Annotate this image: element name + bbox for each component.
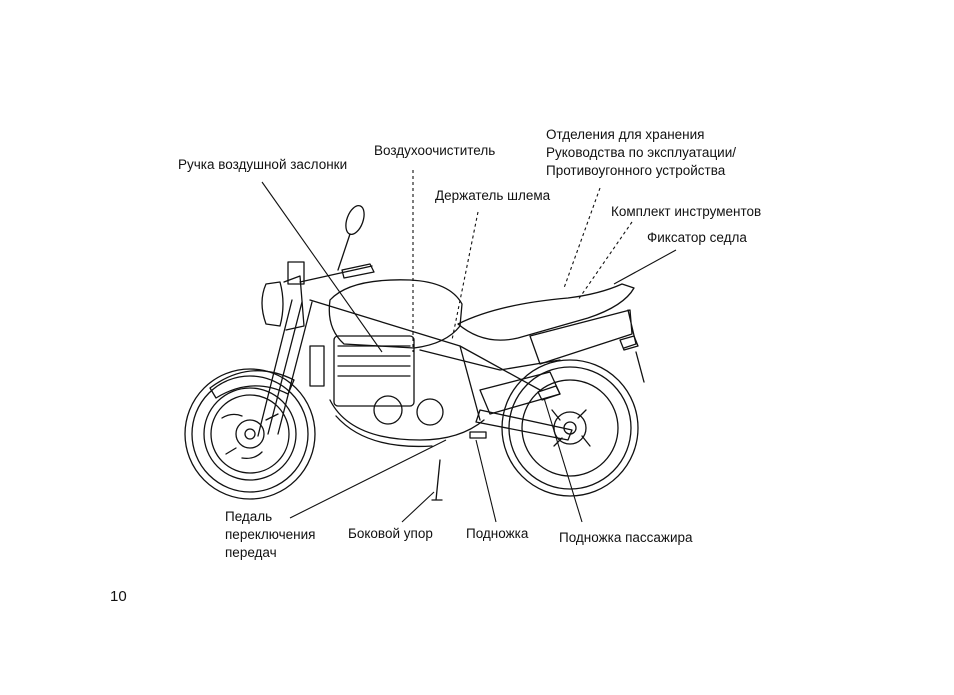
leader-shift-pedal xyxy=(289,439,447,519)
label-shift-line3: передач xyxy=(225,545,277,560)
page-number: 10 xyxy=(110,588,127,605)
leader-choke xyxy=(261,181,383,353)
leader-storage xyxy=(563,187,601,289)
label-storage-line3: Противоугонного устройства xyxy=(546,163,726,178)
seat xyxy=(457,283,635,341)
leader-helmet-holder xyxy=(451,211,479,341)
label-shift-pedal: Педаль переключения передач xyxy=(225,508,315,562)
headlight xyxy=(261,261,305,331)
label-side-stand: Боковой упор xyxy=(348,526,433,541)
leader-footpeg xyxy=(475,439,497,523)
front-fork xyxy=(257,299,313,437)
tail-section xyxy=(529,309,637,365)
label-passenger-footpeg: Подножка пассажира xyxy=(559,530,693,545)
leader-side-stand xyxy=(401,491,435,523)
passenger-footpeg-shape xyxy=(537,385,561,401)
side-stand-shape xyxy=(431,459,443,501)
front-fender xyxy=(209,370,295,399)
label-choke-knob: Ручка воздушной заслонки xyxy=(178,157,348,172)
swingarm xyxy=(475,409,573,441)
label-shift-line2: переключения xyxy=(225,527,316,542)
label-helmet-holder: Держатель шлема xyxy=(435,188,551,203)
footpeg-shape xyxy=(469,431,487,439)
label-tool-kit: Комплект инструментов xyxy=(611,204,762,219)
label-shift-line1: Педаль xyxy=(225,509,273,524)
label-air-cleaner: Воздухоочиститель xyxy=(374,143,496,158)
label-seat-lock: Фиксатор седла xyxy=(647,230,747,245)
label-storage-compartment: Отделения для хранения Руководства по эк… xyxy=(546,126,736,180)
leader-seat-lock xyxy=(613,249,677,285)
fuel-tank xyxy=(328,279,463,349)
leader-tool-kit xyxy=(577,221,633,301)
engine xyxy=(309,335,485,448)
tail-light xyxy=(619,335,645,383)
label-footpeg: Подножка xyxy=(466,526,529,541)
label-storage-line1: Отделения для хранения xyxy=(546,127,705,142)
mirror-handlebar xyxy=(299,204,375,283)
leader-passenger-footpeg xyxy=(543,397,583,523)
frame xyxy=(309,299,561,421)
label-storage-line2: Руководства по эксплуатации/ xyxy=(546,145,737,160)
rear-wheel xyxy=(501,359,639,497)
front-wheel xyxy=(184,368,316,500)
